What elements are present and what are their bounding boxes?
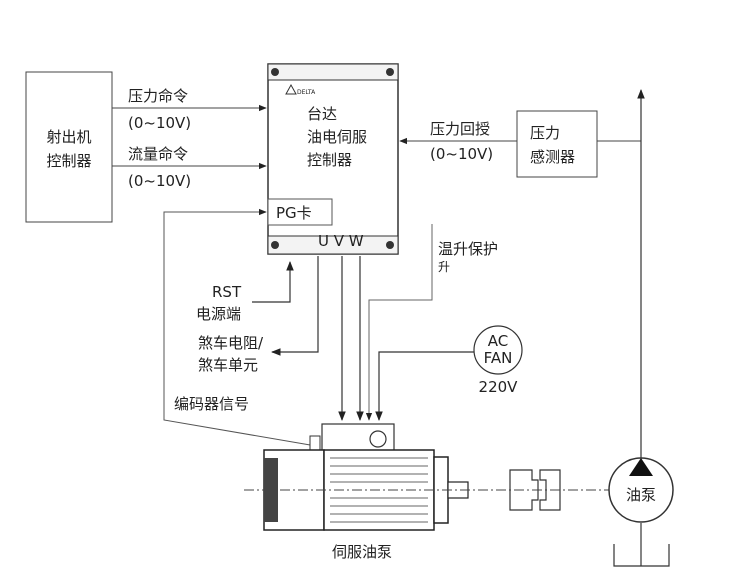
pressure-command-signal: 压力命令 (0~10V) [112, 87, 267, 132]
delta-logo-icon: DELTA [285, 83, 316, 96]
temperature-protection-sublabel: 升 [438, 260, 450, 274]
ac-fan: AC FAN 220V [473, 325, 523, 396]
rst-sublabel: 电源端 [196, 305, 241, 323]
injection-controller-line2: 控制器 [46, 152, 91, 170]
brake-label-line1: 煞车电阻/ [198, 334, 264, 352]
injection-controller-line1: 射出机 [46, 128, 91, 146]
pressure-sensor-line2: 感测器 [530, 148, 575, 166]
flow-command-signal: 流量命令 (0~10V) [112, 145, 267, 190]
fan-icon [473, 325, 523, 375]
pressure-feedback-signal: 压力回授 (0~10V) [399, 120, 641, 163]
pressure-sensor-box: 压力 感测器 [516, 110, 598, 178]
temperature-protection-line: 温升保护 升 [365, 224, 498, 421]
screw-icon [386, 68, 394, 76]
servo-controller-line2: 油电伺服 [307, 128, 367, 146]
screw-icon [271, 241, 279, 249]
flow-command-label: 流量命令 [128, 145, 188, 163]
brake-label-line2: 煞车单元 [198, 356, 258, 374]
encoder-signal-line: 编码器信号 [163, 208, 317, 447]
servo-controller-box: DELTA 台达 油电伺服 控制器 PG卡 U V W [267, 63, 399, 255]
pressure-command-label: 压力命令 [128, 87, 188, 105]
pg-card-label: PG卡 [276, 204, 312, 222]
oil-pump: 油泵 [608, 457, 674, 523]
servo-controller-line3: 控制器 [307, 151, 352, 169]
servo-controller-line1: 台达 [307, 105, 337, 123]
brake-line: 煞车电阻/ 煞车单元 [198, 256, 319, 374]
pressure-command-range: (0~10V) [128, 114, 191, 132]
flow-command-range: (0~10V) [128, 172, 191, 190]
motor-power-leads [338, 256, 364, 421]
encoder-signal-label: 编码器信号 [174, 395, 249, 413]
fan-label-line1: AC [488, 332, 508, 350]
uvw-label: U V W [318, 232, 364, 250]
screw-icon [386, 241, 394, 249]
screw-icon [271, 68, 279, 76]
injection-controller-box: 射出机 控制器 [25, 71, 113, 223]
rst-label: RST [212, 283, 242, 301]
hydraulic-line [613, 89, 670, 567]
pg-card-slot [267, 198, 333, 226]
pump-arrow-icon [629, 458, 653, 476]
servo-pump-label: 伺服油泵 [332, 543, 392, 561]
rst-power-line: RST 电源端 [196, 261, 294, 323]
oil-pump-label: 油泵 [626, 486, 656, 504]
pressure-sensor-line1: 压力 [530, 124, 560, 142]
pressure-feedback-label: 压力回授 [430, 120, 490, 138]
pressure-feedback-range: (0~10V) [430, 145, 493, 163]
svg-text:DELTA: DELTA [297, 89, 316, 96]
servo-motor: 伺服油泵 [263, 423, 469, 561]
fan-label-line2: FAN [484, 349, 513, 367]
fan-line [375, 351, 474, 421]
fan-voltage: 220V [479, 378, 519, 396]
temperature-protection-label: 温升保护 [438, 240, 498, 258]
oil-tank-icon [613, 544, 670, 567]
encoder-connector-icon [309, 435, 321, 451]
